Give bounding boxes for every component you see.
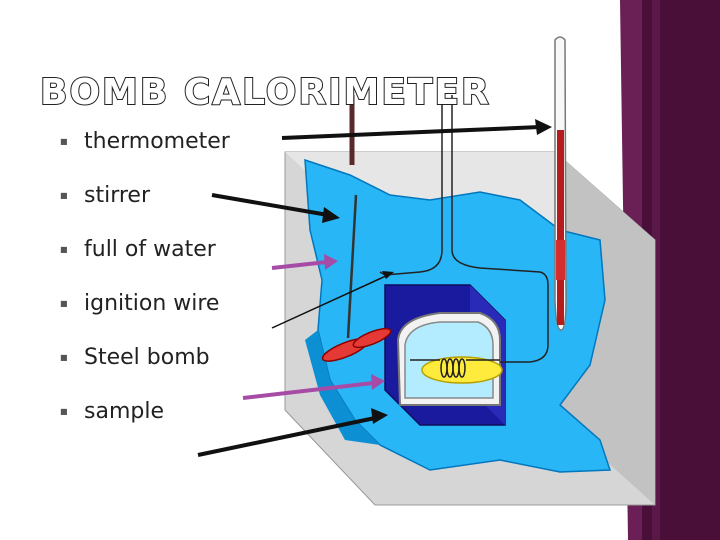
slide-title: BOMB CALORIMETER bbox=[39, 71, 491, 114]
bullet-icon: ■ bbox=[60, 352, 68, 362]
bullet-icon: ■ bbox=[60, 298, 68, 308]
sample-dish bbox=[421, 356, 503, 384]
slide-title-wrap: BOMB CALORIMETER bbox=[39, 71, 491, 114]
ignition-wires bbox=[379, 95, 549, 363]
arrows bbox=[197, 119, 552, 457]
bullet-item: ■ Steel bomb bbox=[60, 330, 230, 384]
stirrer bbox=[321, 95, 392, 362]
arrow-thermometer bbox=[281, 125, 541, 140]
bullet-item: ■ stirrer bbox=[60, 168, 230, 222]
steel-bomb bbox=[384, 284, 506, 426]
bullet-item: ■ ignition wire bbox=[60, 276, 230, 330]
arrow-sample-bottom bbox=[197, 416, 376, 457]
bullet-list: ■ thermometer ■ stirrer ■ full of water ■ ig… bbox=[60, 114, 230, 438]
bullet-icon: ■ bbox=[60, 244, 68, 254]
arrow-stirrer bbox=[211, 193, 329, 217]
arrow-steel-bomb bbox=[271, 274, 389, 329]
bullet-icon: ■ bbox=[60, 190, 68, 200]
bullet-item: ■ sample bbox=[60, 384, 230, 438]
arrow-sample bbox=[242, 381, 374, 400]
bullet-label: sample bbox=[84, 398, 164, 424]
thermometer bbox=[554, 36, 567, 331]
bullet-icon: ■ bbox=[60, 136, 68, 146]
bullet-item: ■ full of water bbox=[60, 222, 230, 276]
bullet-label: Steel bomb bbox=[84, 344, 210, 370]
bullet-label: stirrer bbox=[84, 182, 150, 208]
bullet-label: thermometer bbox=[84, 128, 230, 154]
ignition-coil bbox=[410, 358, 500, 378]
bullet-icon: ■ bbox=[60, 406, 68, 416]
bullet-item: ■ thermometer bbox=[60, 114, 230, 168]
bullet-label: full of water bbox=[84, 236, 216, 262]
arrow-water bbox=[271, 260, 328, 270]
bullet-label: ignition wire bbox=[84, 290, 220, 316]
